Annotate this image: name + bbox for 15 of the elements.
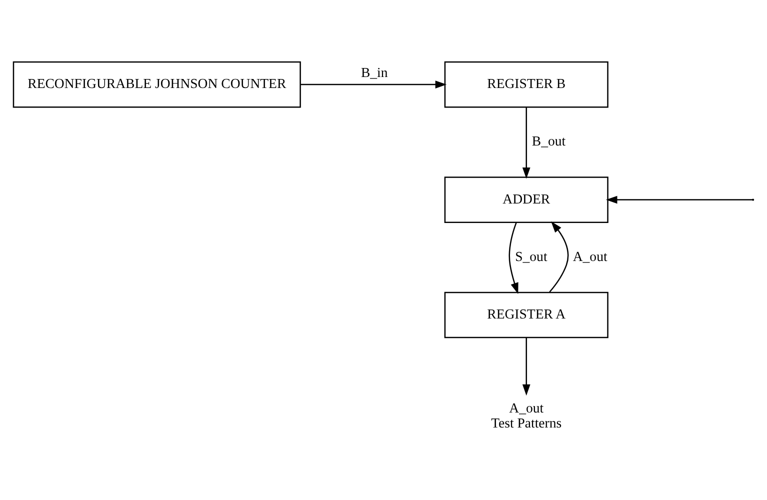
node-box: RECONFIGURABLE JOHNSON COUNTER (12, 60, 301, 108)
arrow (300, 80, 447, 88)
edge-label: B_out (532, 133, 566, 148)
edge-label: A_out (572, 248, 608, 264)
arrow (522, 337, 530, 396)
edge-label: S_out (515, 248, 548, 264)
edge-label: B_in (360, 64, 388, 80)
node-box: ADDER (444, 176, 608, 222)
arrow (606, 195, 752, 204)
arrow (522, 107, 530, 178)
arrow (508, 222, 518, 294)
node-box: REGISTER B (444, 60, 608, 108)
node-text: A_out Test Patterns (491, 400, 562, 430)
node-box: REGISTER A (444, 291, 608, 338)
arrow (549, 220, 569, 292)
